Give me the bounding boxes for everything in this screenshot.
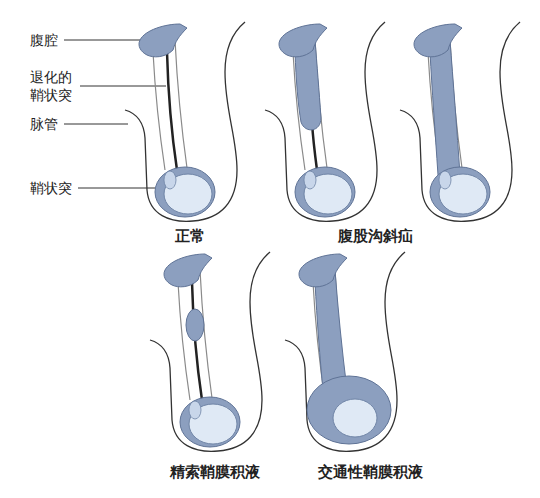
- testis: [333, 399, 377, 437]
- open-process: [315, 270, 347, 390]
- leader-line: [80, 86, 166, 87]
- leader-line: [78, 188, 155, 189]
- cord-hydrocele-panel: [150, 252, 270, 451]
- abdominal-cavity: [164, 254, 212, 287]
- leader-line: [64, 40, 140, 41]
- body-contour: [125, 22, 245, 221]
- testis: [155, 167, 215, 217]
- leader-lines: [64, 40, 166, 188]
- panel-caption: 交通性鞘膜积液: [318, 463, 423, 481]
- body-contour: [400, 22, 520, 221]
- testis: [295, 167, 355, 217]
- panel-caption: 正常: [175, 227, 205, 245]
- leader-line: [64, 124, 128, 125]
- communicating-hydrocele-panel: [285, 252, 405, 451]
- part-label: 退化的 鞘状突: [30, 68, 76, 104]
- abdominal-cavity: [414, 24, 462, 57]
- panel-caption: 腹股沟斜疝: [338, 227, 413, 245]
- hydrocele-sac: [307, 376, 391, 444]
- testis: [430, 167, 490, 217]
- normal-panel: [125, 22, 245, 221]
- cord-cyst: [186, 309, 204, 341]
- body-contour: [285, 252, 405, 451]
- part-label: 腹腔: [30, 31, 58, 49]
- abdominal-cavity: [279, 24, 327, 57]
- testis: [180, 397, 240, 447]
- abdominal-cavity: [139, 24, 187, 57]
- abdominal-cavity: [299, 254, 347, 287]
- inguinal-canal: [293, 40, 327, 170]
- body-contour: [265, 22, 385, 221]
- panel-caption: 精索鞘膜积液: [170, 463, 260, 481]
- part-label: 脉管: [30, 115, 58, 133]
- inguinal-canal: [178, 270, 212, 400]
- inguinal-canal: [153, 40, 187, 170]
- hernia-panel: [400, 22, 520, 221]
- part-label: 鞘状突: [30, 179, 72, 197]
- hernia-sac: [430, 40, 460, 175]
- body-contour: [150, 252, 270, 451]
- obliterated-process: [167, 52, 177, 170]
- hernia-panel: [265, 22, 385, 221]
